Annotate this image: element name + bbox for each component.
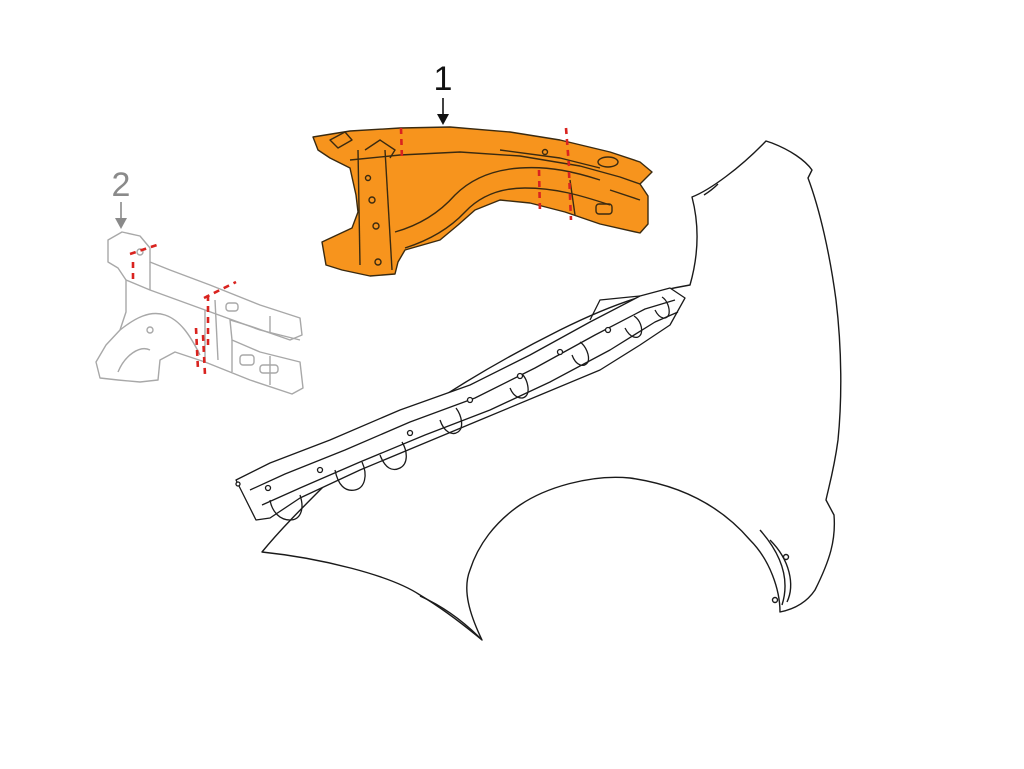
callout-2: 2	[112, 166, 131, 229]
part-2-apron-gray	[95, 231, 304, 395]
callout-2-arrow-head-icon	[115, 218, 127, 229]
callout-1: 1	[434, 60, 453, 125]
callout-1-label: 1	[434, 60, 453, 98]
callout-1-arrow-head-icon	[437, 114, 449, 125]
part-1-apron-highlighted	[312, 126, 653, 277]
part-1-cut-lines	[399, 127, 573, 221]
callout-2-label: 2	[112, 166, 131, 204]
part-2-cut-lines	[129, 242, 237, 376]
fender-mounting-rail	[235, 287, 686, 521]
